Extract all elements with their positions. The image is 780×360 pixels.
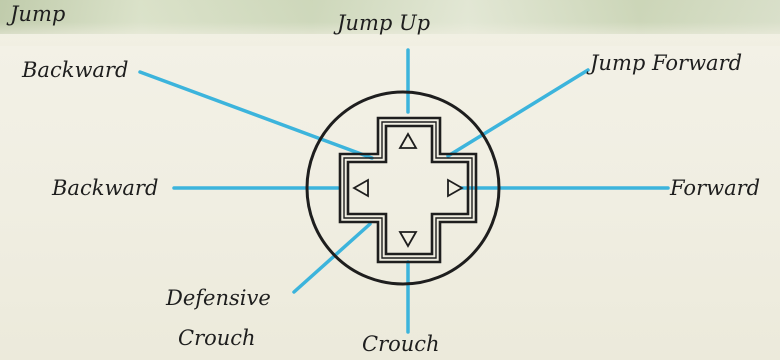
label-backward: Backward	[52, 174, 158, 202]
leader-jump-backward	[140, 72, 372, 158]
label-jump-forward: Jump Forward	[590, 49, 742, 77]
right-triangle-icon	[448, 180, 462, 196]
leader-jump-forward	[448, 70, 588, 156]
label-forward: Forward	[670, 174, 760, 202]
leader-defensive-crouch	[294, 224, 370, 292]
label-jump-backward-line2: Backward	[22, 56, 128, 84]
label-crouch: Crouch	[362, 330, 440, 358]
label-defensive-crouch-line2: Crouch	[178, 324, 256, 352]
label-jump-up: Jump Up	[337, 9, 430, 37]
label-defensive-crouch-line1: Defensive	[166, 284, 271, 312]
label-jump-backward-line1: Jump	[10, 0, 65, 28]
down-triangle-icon	[400, 232, 416, 246]
up-triangle-icon	[400, 134, 416, 148]
left-triangle-icon	[354, 180, 368, 196]
